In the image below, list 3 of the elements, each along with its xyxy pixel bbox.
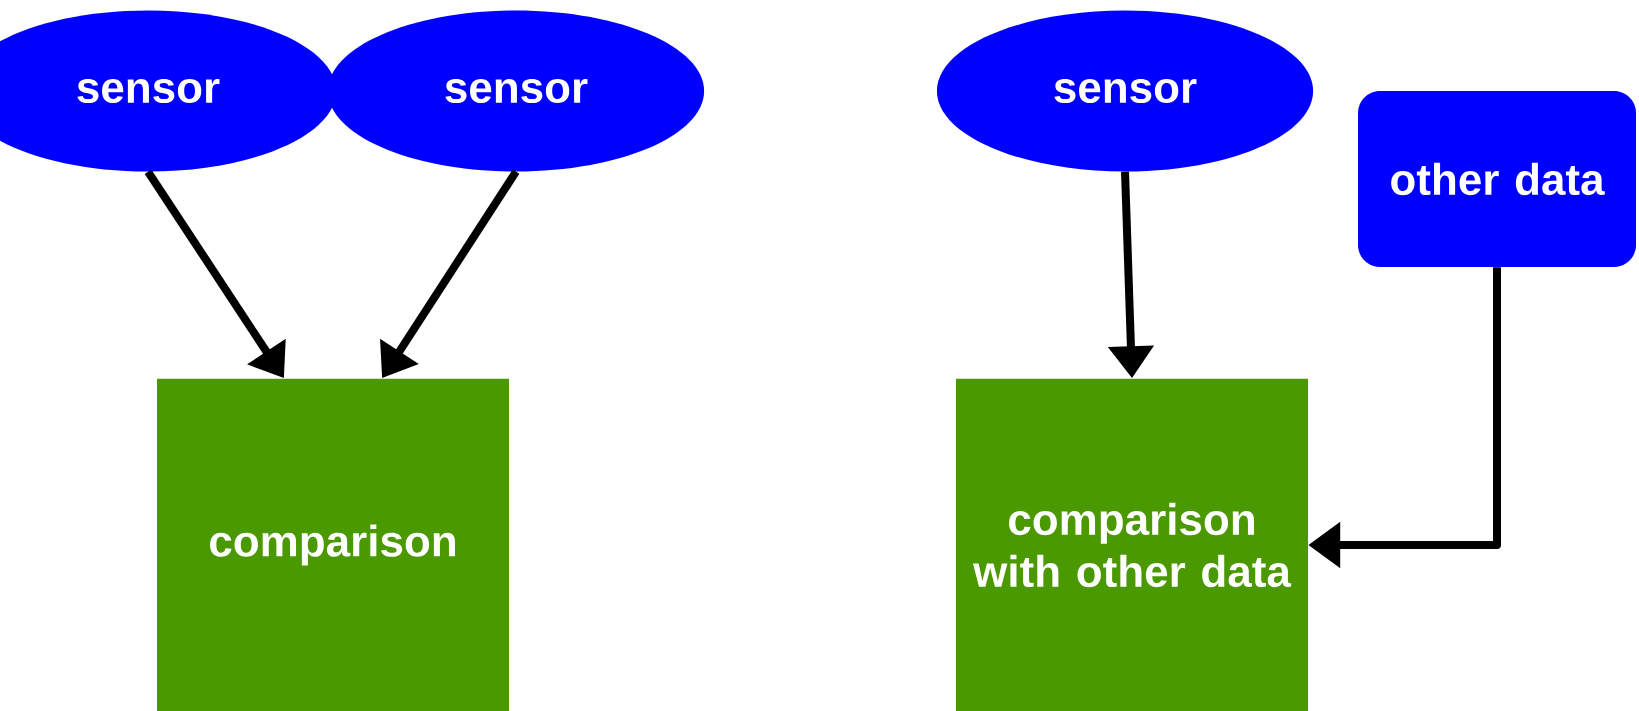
data-box: other data <box>1358 91 1636 267</box>
process-box: comparison with other data <box>956 378 1308 711</box>
process-box: comparison <box>157 378 509 711</box>
